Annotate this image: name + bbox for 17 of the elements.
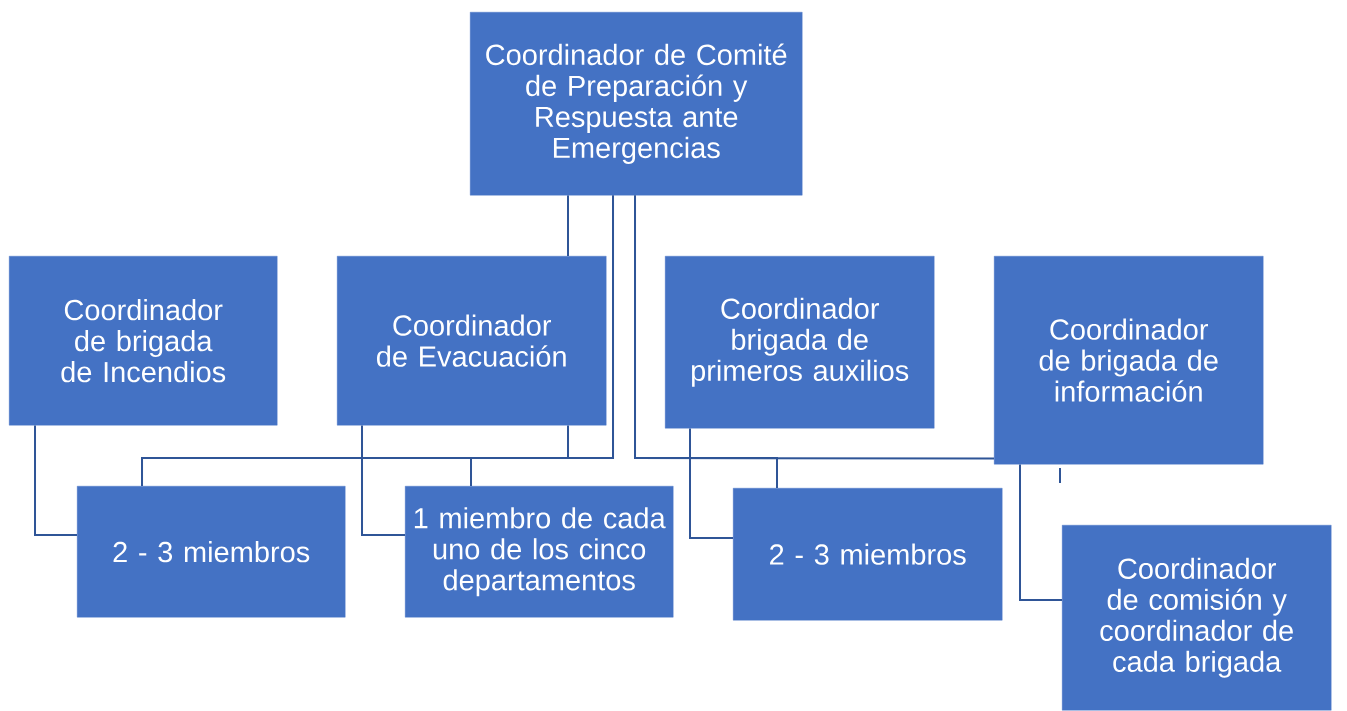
org-box: Coordinador de Comité de Preparación y Respuesta ante Emergencias [470, 12, 803, 196]
connector-line [634, 194, 995, 460]
connector-line [470, 194, 614, 487]
connector-line [1019, 463, 1063, 601]
org-box: Coordinador de brigada de información [994, 256, 1264, 465]
org-box: Coordinador de brigada de Incendios [9, 256, 278, 426]
org-box: 1 miembro de cada uno de los cinco departamentos [405, 486, 674, 618]
connector-line [361, 424, 406, 536]
connector-line [34, 424, 78, 536]
connector-line [567, 194, 569, 257]
org-box: 2 - 3 miembros [77, 486, 346, 618]
org-box: Coordinador brigada de primeros auxilios [665, 256, 935, 429]
connector-line [141, 424, 569, 487]
org-box: 2 - 3 miembros [733, 488, 1003, 621]
connector-line [689, 427, 734, 539]
org-box: Coordinador de Evacuación [337, 256, 607, 426]
org-box: Coordinador de comisión y coordinador de cada brigada [1062, 525, 1332, 711]
